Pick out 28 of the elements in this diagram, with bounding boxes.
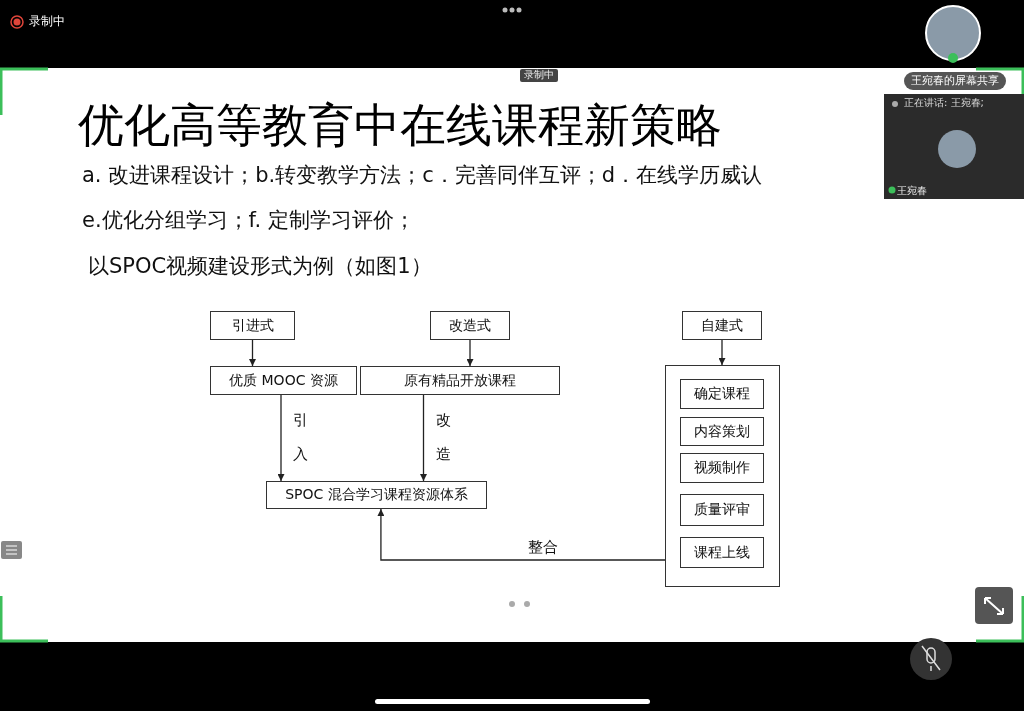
speaker-text: 正在讲话: 王宛春; bbox=[904, 97, 984, 110]
title: 优化高等教育中在线课程新策略 bbox=[78, 97, 722, 154]
process-box: 确定课程 bbox=[680, 379, 764, 409]
group-box bbox=[665, 365, 780, 587]
process-box: 引进式 bbox=[210, 311, 295, 340]
process-box: 优质 MOOC 资源 bbox=[210, 366, 357, 395]
status-badge: 录制中 bbox=[520, 69, 558, 82]
arrow bbox=[277, 394, 285, 482]
subtitle-text: 以SPOC视频建设形式为例（如图1） bbox=[88, 253, 432, 280]
arrow bbox=[718, 339, 726, 366]
process-box: 原有精品开放课程 bbox=[360, 366, 560, 395]
process-box: 内容策划 bbox=[680, 417, 764, 446]
bullet-text: e.优化分组学习；f. 定制学习评价； bbox=[82, 207, 415, 234]
arrow bbox=[466, 339, 474, 367]
edge-label: 整合 bbox=[527, 538, 558, 557]
name-text: 王宛春 bbox=[897, 185, 927, 198]
process-box: 课程上线 bbox=[680, 537, 764, 568]
process-box: SPOC 混合学习课程资源体系 bbox=[266, 481, 487, 509]
arrow bbox=[249, 339, 256, 367]
process-box: 质量评审 bbox=[680, 494, 764, 526]
arrow bbox=[377, 508, 666, 561]
bullet-text: a. 改进课程设计；b.转变教学方法；c．完善同伴互评；d．在线学历威认 bbox=[82, 162, 763, 189]
arrow bbox=[420, 394, 427, 482]
process-box: 自建式 bbox=[682, 311, 762, 340]
share-badge: 王宛春的屏幕共享 bbox=[904, 72, 1006, 90]
process-box: 视频制作 bbox=[680, 453, 764, 483]
process-box: 改造式 bbox=[430, 311, 510, 340]
status-text: 录制中 bbox=[29, 14, 65, 29]
